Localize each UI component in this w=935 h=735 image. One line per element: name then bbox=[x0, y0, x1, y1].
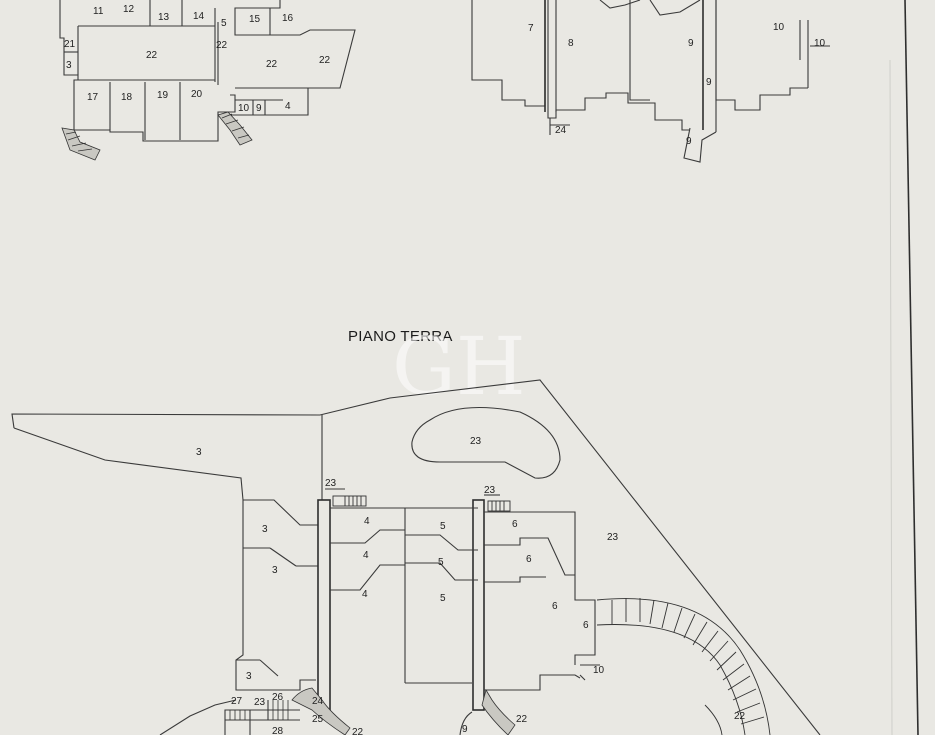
room-label: 22 bbox=[352, 727, 364, 735]
room-label: 9 bbox=[256, 103, 262, 114]
room-label: 12 bbox=[123, 4, 135, 15]
room-label: 9 bbox=[688, 38, 694, 49]
room-label: 9 bbox=[686, 136, 692, 147]
entrance-stairs-right bbox=[487, 500, 511, 512]
room-label: 11 bbox=[93, 6, 104, 17]
site-boundary bbox=[11, 379, 821, 735]
curved-staircase bbox=[596, 598, 771, 735]
room-label: 6 bbox=[526, 554, 532, 565]
small-stair-27 bbox=[229, 700, 289, 720]
room-label: 6 bbox=[512, 519, 518, 530]
room-label: 22 bbox=[734, 711, 746, 722]
room-label: 19 bbox=[157, 90, 169, 101]
room-label: 22 bbox=[266, 59, 278, 70]
top-left-plan: 11 12 13 14 5 15 16 21 3 22 22 22 22 17 … bbox=[59, 0, 356, 161]
room-label: 20 bbox=[191, 89, 203, 100]
room-label: 8 bbox=[568, 38, 574, 49]
plan-title: PIANO TERRA bbox=[348, 328, 453, 345]
room-label: 10 bbox=[773, 22, 785, 33]
room-label: 22 bbox=[319, 55, 331, 66]
spiral-stair-right bbox=[481, 688, 516, 735]
room-label: 10 bbox=[814, 38, 826, 49]
room-label: 25 bbox=[312, 714, 324, 725]
room-label: 6 bbox=[552, 601, 558, 612]
room-label: 10 bbox=[238, 103, 250, 114]
party-wall-1 bbox=[317, 499, 331, 711]
room-label: 9 bbox=[462, 724, 468, 735]
room-label: 15 bbox=[249, 14, 261, 25]
top-left-stairs-b bbox=[217, 111, 253, 146]
room-label: 24 bbox=[312, 696, 324, 707]
room-label: 5 bbox=[440, 521, 446, 532]
room-label: 10 bbox=[593, 665, 605, 676]
room-label: 26 bbox=[272, 692, 284, 703]
pool bbox=[411, 406, 561, 479]
room-label: 4 bbox=[364, 516, 370, 527]
room-label: 23 bbox=[325, 478, 337, 489]
room-label: 5 bbox=[440, 593, 446, 604]
room-label: 16 bbox=[282, 13, 294, 24]
room-label: 3 bbox=[66, 60, 72, 71]
sheet-border bbox=[904, 0, 919, 735]
room-label: 4 bbox=[362, 589, 368, 600]
top-right-stair bbox=[683, 127, 717, 163]
top-left-stairs-a bbox=[61, 127, 101, 161]
room-label: 23 bbox=[470, 436, 482, 447]
room-label: 5 bbox=[221, 18, 227, 29]
room-label: 4 bbox=[285, 101, 291, 112]
room-label: 18 bbox=[121, 92, 133, 103]
room-label: 22 bbox=[146, 50, 158, 61]
room-label: 22 bbox=[516, 714, 528, 725]
room-label: 28 bbox=[272, 726, 284, 735]
sheet-fold bbox=[889, 59, 893, 735]
top-right-outline-a bbox=[471, 0, 546, 107]
room-label: 23 bbox=[254, 697, 266, 708]
room-label: 3 bbox=[272, 565, 278, 576]
room-label: 3 bbox=[196, 447, 202, 458]
room-label: 4 bbox=[363, 550, 369, 561]
room-label: 22 bbox=[216, 40, 228, 51]
entrance-stairs-left bbox=[332, 495, 367, 507]
room-label: 23 bbox=[607, 532, 619, 543]
room-label: 14 bbox=[193, 11, 205, 22]
room-label: 3 bbox=[246, 671, 252, 682]
room-label: 7 bbox=[528, 23, 534, 34]
room-label: 27 bbox=[231, 696, 243, 707]
top-left-outline-b bbox=[228, 0, 356, 116]
top-left-outline-a bbox=[59, 0, 236, 142]
room-label: 6 bbox=[583, 620, 589, 631]
watermark-logo: GH bbox=[392, 320, 526, 413]
spiral-stair-left bbox=[291, 687, 351, 735]
room-label: 5 bbox=[438, 557, 444, 568]
top-right-plan: 7 8 9 9 10 10 24 9 bbox=[471, 0, 830, 163]
room-label: 3 bbox=[262, 524, 268, 535]
room-label: 13 bbox=[158, 12, 170, 23]
ground-floor-plan: 3 23 23 23 3 3 4 4 4 5 5 5 6 6 6 6 23 3 … bbox=[11, 379, 821, 735]
room-label: 24 bbox=[555, 125, 567, 136]
top-right-outline-b bbox=[547, 0, 690, 131]
party-wall-2 bbox=[472, 499, 485, 711]
room-label: 23 bbox=[484, 485, 496, 496]
room-label: 21 bbox=[64, 39, 76, 50]
room-label: 17 bbox=[87, 92, 99, 103]
site-boundary-left bbox=[13, 427, 244, 501]
room-label: 9 bbox=[706, 77, 712, 88]
